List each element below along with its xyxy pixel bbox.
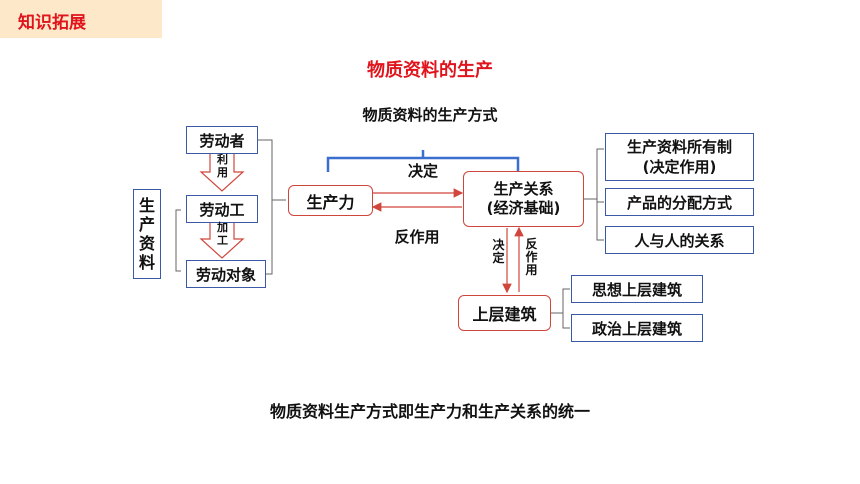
mode-label: 物质资料的生产方式 <box>362 106 498 124</box>
section-tag-label: 知识拓展 <box>18 13 86 33</box>
political-superstructure-box: 政治上层建筑 <box>571 314 703 342</box>
section-tag: 知识拓展 <box>0 0 162 38</box>
reacts-up-label: 反作用 <box>525 237 538 277</box>
decides-label: 决定 <box>407 162 438 180</box>
relations-bracket <box>584 148 604 241</box>
ownership-sub-label: (决定作用) <box>642 158 717 176</box>
super-bracket <box>551 288 570 329</box>
decides-down-label: 决定 <box>492 238 505 265</box>
human-relations-box: 人与人的关系 <box>605 226 754 254</box>
summary-text: 物质资料生产方式即生产力和生产关系的统一 <box>269 402 590 421</box>
labor-object-box: 劳动对象 <box>186 260 266 288</box>
means-bracket <box>175 209 181 272</box>
ownership-box: 生产资料所有制 (决定作用) <box>605 133 754 181</box>
ideological-superstructure-box: 思想上层建筑 <box>571 275 703 303</box>
use-arrow <box>199 151 245 192</box>
process-label: 加工 <box>217 221 228 247</box>
relations-label: 生产关系 <box>493 180 554 198</box>
productive-forces-box: 生产力 <box>288 185 373 216</box>
superstructure-box: 上层建筑 <box>458 295 551 331</box>
relations-of-production-box: 生产关系 (经济基础) <box>463 171 584 227</box>
mode-brace <box>326 150 520 172</box>
laborer-box: 劳动者 <box>186 126 258 154</box>
reacts-label: 反作用 <box>394 228 440 246</box>
relations-sub-label: (经济基础) <box>486 199 561 217</box>
distribution-box: 产品的分配方式 <box>605 188 754 216</box>
means-of-production-label: 生产资料 <box>139 196 156 272</box>
page-title: 物质资料的生产 <box>367 60 493 81</box>
tool-box: 劳动工 <box>186 195 258 223</box>
ownership-label: 生产资料所有制 <box>626 138 732 156</box>
elements-bracket <box>258 139 286 275</box>
use-label: 利用 <box>217 153 228 179</box>
means-of-production-box: 生产资料 <box>133 189 161 279</box>
